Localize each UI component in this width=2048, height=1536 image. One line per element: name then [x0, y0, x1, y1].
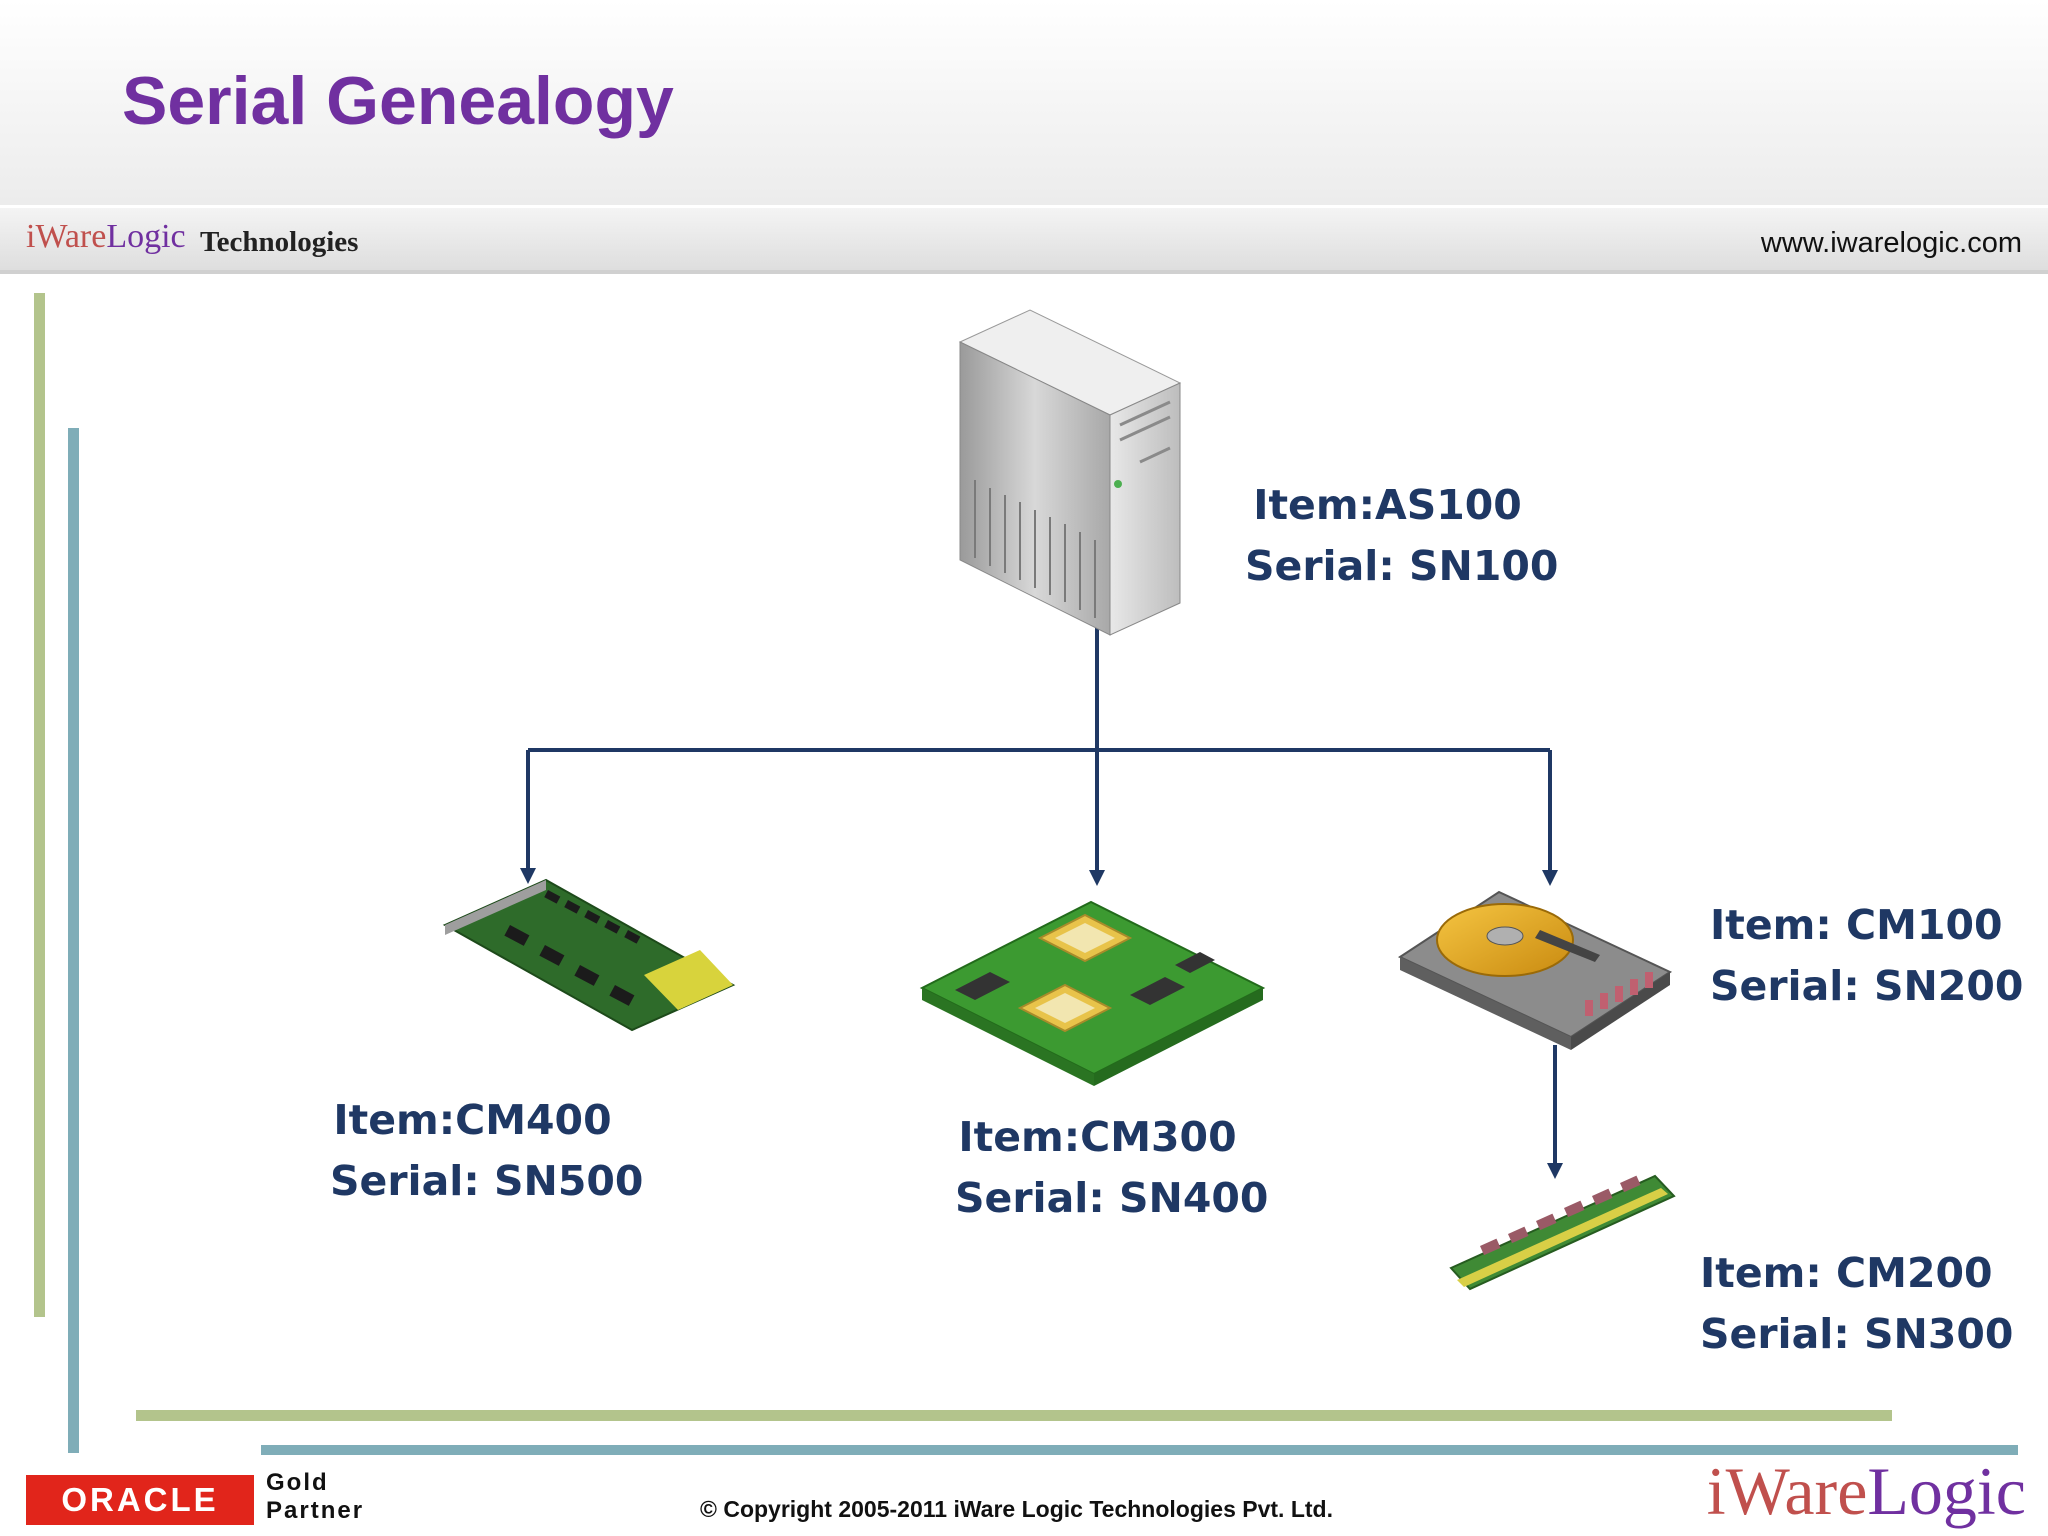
node-serial-cm200: Serial: SN300 [1700, 1310, 2014, 1358]
partner-level-line2: Partner [266, 1497, 365, 1524]
node-label-as100: Item:AS100 Serial: SN100 [1245, 475, 1559, 597]
node-serial-cm400: Serial: SN500 [330, 1157, 644, 1205]
footer-bar-teal [261, 1445, 2018, 1455]
node-serial-cm100: Serial: SN200 [1710, 962, 2024, 1010]
arrowhead-cm400 [520, 868, 536, 884]
node-item-as100: Item:AS100 [1253, 481, 1522, 529]
node-item-cm400: Item:CM400 [333, 1096, 612, 1144]
node-serial-as100: Serial: SN100 [1245, 542, 1559, 590]
brand-bar [0, 208, 2048, 274]
website-link[interactable]: www.iwarelogic.com [1760, 227, 2022, 259]
brand-logo: iWareLogic [26, 218, 186, 256]
arrowhead-cm300 [1089, 870, 1105, 886]
footer-logo-part2: Logic [1867, 1453, 2026, 1529]
arrowhead-cm200 [1547, 1163, 1563, 1179]
footer-logo: iWareLogic [1707, 1452, 2026, 1531]
brand-logo-part1: iWare [26, 218, 107, 255]
node-label-cm300: Item:CM300 Serial: SN400 [955, 1107, 1269, 1229]
accent-bar-green [34, 293, 45, 1317]
node-item-cm300: Item:CM300 [958, 1113, 1237, 1161]
node-label-cm400: Item:CM400 Serial: SN500 [330, 1090, 644, 1212]
node-item-cm100: Item: CM100 [1710, 901, 2003, 949]
footer-logo-part1: iWare [1706, 1453, 1868, 1529]
arrowheads [520, 868, 1563, 1179]
brand-logo-part2: Logic [106, 218, 186, 255]
oracle-logo: ORACLE [26, 1475, 254, 1525]
brand-tagline: Technologies [200, 226, 359, 258]
circuit-board-icon [919, 900, 1266, 1086]
partner-level: Gold Partner [266, 1469, 364, 1525]
node-serial-cm300: Serial: SN400 [955, 1174, 1269, 1222]
slide-header [0, 0, 2048, 205]
connector-lines [526, 620, 1557, 1165]
node-label-cm100: Item: CM100 Serial: SN200 [1710, 895, 2024, 1017]
memory-module-icon [1449, 1174, 1676, 1291]
copyright-text: © Copyright 2005-2011 iWare Logic Techno… [700, 1496, 1333, 1522]
arrowhead-cm100 [1542, 870, 1558, 886]
node-label-cm200: Item: CM200 Serial: SN300 [1700, 1243, 2014, 1365]
expansion-card-icon [442, 878, 736, 1032]
accent-bar-teal [68, 428, 79, 1453]
slide-title: Serial Genealogy [122, 63, 674, 139]
server-tower-icon [958, 309, 1182, 636]
footer-bar-green [136, 1410, 1892, 1421]
node-item-cm200: Item: CM200 [1700, 1249, 1993, 1297]
partner-level-line1: Gold [266, 1469, 329, 1496]
hard-drive-icon [1397, 890, 1673, 1050]
